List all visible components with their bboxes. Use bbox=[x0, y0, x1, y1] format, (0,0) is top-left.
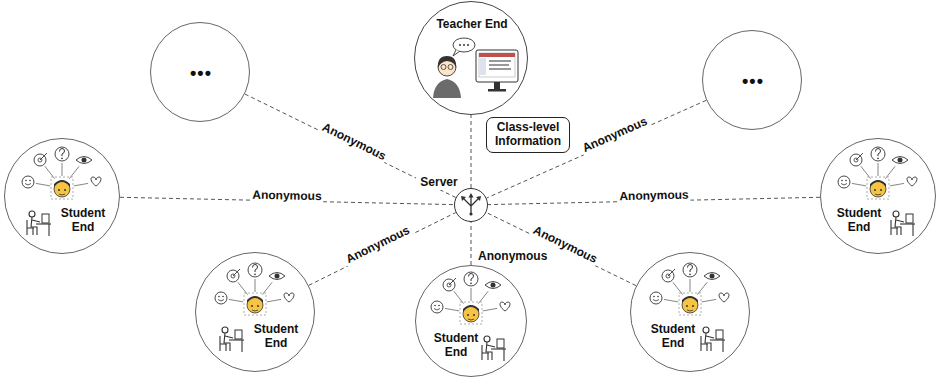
node-label: Student End bbox=[430, 332, 482, 360]
bubble-tail bbox=[453, 50, 460, 56]
student-icons bbox=[650, 263, 729, 315]
teacher-end-circle: Teacher End bbox=[414, 1, 528, 115]
ellipsis-circle: ••• bbox=[150, 22, 250, 122]
teacher-body bbox=[433, 79, 461, 98]
teacher-hair bbox=[438, 56, 456, 68]
student-at-desk bbox=[220, 327, 244, 352]
glasses bbox=[448, 65, 453, 70]
node-label: Class-level Information bbox=[489, 121, 567, 149]
teacher-figure bbox=[433, 38, 518, 98]
edge-label: Anonymous bbox=[318, 120, 390, 164]
student-end-circle: Student End bbox=[4, 138, 120, 254]
fork-head bbox=[469, 193, 474, 198]
monitor-stand bbox=[494, 82, 500, 89]
node-label: Student End bbox=[250, 323, 302, 351]
student-at-desk bbox=[891, 211, 915, 236]
student-icons bbox=[215, 263, 294, 315]
node-label: Server bbox=[416, 176, 462, 190]
fork-lines bbox=[463, 196, 479, 214]
connector bbox=[486, 212, 636, 285]
connector bbox=[309, 213, 456, 286]
ellipsis-circle: ••• bbox=[702, 30, 802, 130]
node-label: Student End bbox=[647, 323, 699, 351]
node-label: Student End bbox=[833, 207, 885, 235]
student-end-circle: Student End bbox=[415, 265, 527, 377]
info-box: Class-level Information bbox=[486, 117, 570, 153]
monitor-screen bbox=[479, 53, 515, 77]
edge-label: Anonymous bbox=[250, 189, 324, 204]
glasses bbox=[441, 65, 446, 70]
student-icons bbox=[22, 147, 101, 199]
monitor-base bbox=[488, 89, 506, 92]
bubble-dot bbox=[459, 44, 461, 46]
student-end-circle: Student End bbox=[820, 138, 936, 254]
node-label: Student End bbox=[57, 207, 109, 235]
node-label: ••• bbox=[171, 63, 231, 84]
edge-label: Anonymous bbox=[342, 223, 414, 267]
student-end-circle: Student End bbox=[195, 252, 315, 372]
monitor bbox=[476, 50, 518, 82]
connector bbox=[487, 100, 707, 198]
fork-head bbox=[461, 196, 466, 201]
edge-label: Anonymous bbox=[617, 189, 691, 204]
speech-bubble bbox=[453, 38, 475, 52]
title-bar bbox=[479, 53, 515, 57]
connector bbox=[471, 115, 472, 188]
fork-base bbox=[469, 212, 472, 215]
content-line bbox=[489, 64, 509, 66]
node-label: ••• bbox=[723, 71, 783, 92]
content-line bbox=[489, 68, 511, 70]
content-line bbox=[489, 60, 511, 62]
edge-label: Anonymous bbox=[579, 114, 651, 156]
student-icons bbox=[431, 272, 510, 324]
server-node: Server bbox=[454, 188, 488, 222]
student-icons bbox=[838, 147, 917, 199]
node-label: Teacher End bbox=[426, 18, 518, 32]
student-at-desk bbox=[482, 336, 506, 361]
student-end-circle: Student End bbox=[630, 252, 750, 372]
edge-label: Anonymous bbox=[476, 250, 549, 263]
side-panel bbox=[480, 58, 486, 75]
student-at-desk bbox=[27, 211, 51, 236]
fork-head bbox=[476, 196, 481, 201]
student-at-desk bbox=[701, 327, 725, 352]
server-icon bbox=[461, 193, 481, 216]
bubble-dot bbox=[463, 44, 465, 46]
connector bbox=[471, 222, 472, 265]
bubble-dot bbox=[467, 44, 469, 46]
